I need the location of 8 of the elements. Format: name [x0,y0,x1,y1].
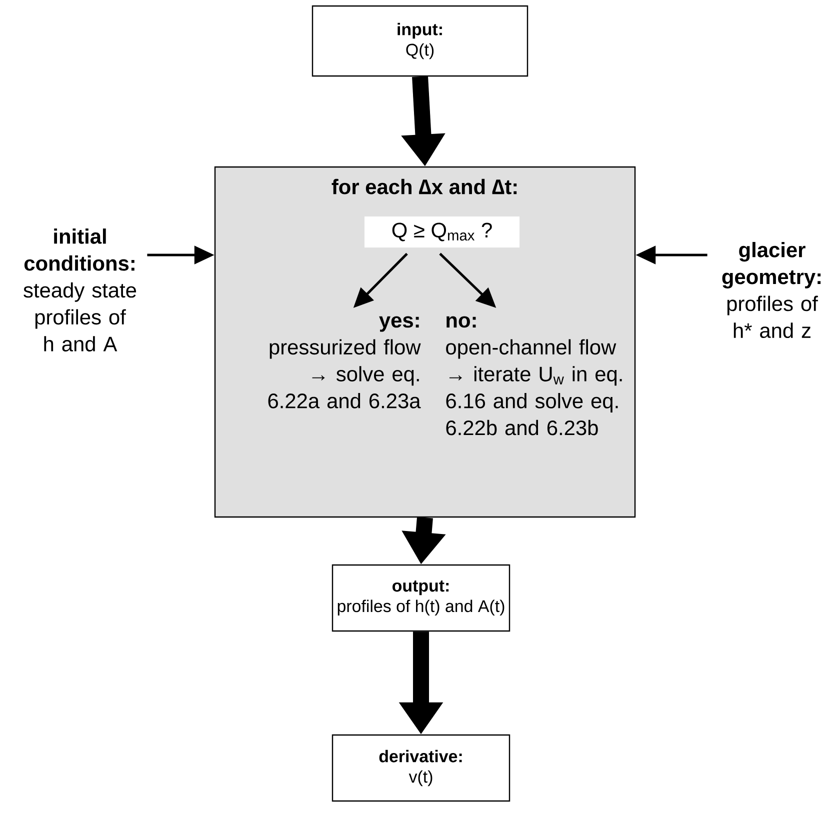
input-text: initial conditions: steady state profiles of h and A [24,228,136,352]
input-text: glacier geometry: profiles of h* and z [722,242,821,338]
branch-text: no: open-channel flow → iterate U$_{w}$ in eq. 6.16 and solve eq. 6.22b and 6.23b [446,316,622,436]
input-box: input: Q(t) [312,5,528,77]
branch-text: yes: pressurized flow → solve eq. 6.22a and 6.23a [268,316,421,408]
output-box: output: profiles of h(t) and A(t) [332,564,510,632]
output-box: derivative: v(t) [332,734,510,802]
condition-box: Q ≥ Q$_{max}$ ? [364,216,520,248]
